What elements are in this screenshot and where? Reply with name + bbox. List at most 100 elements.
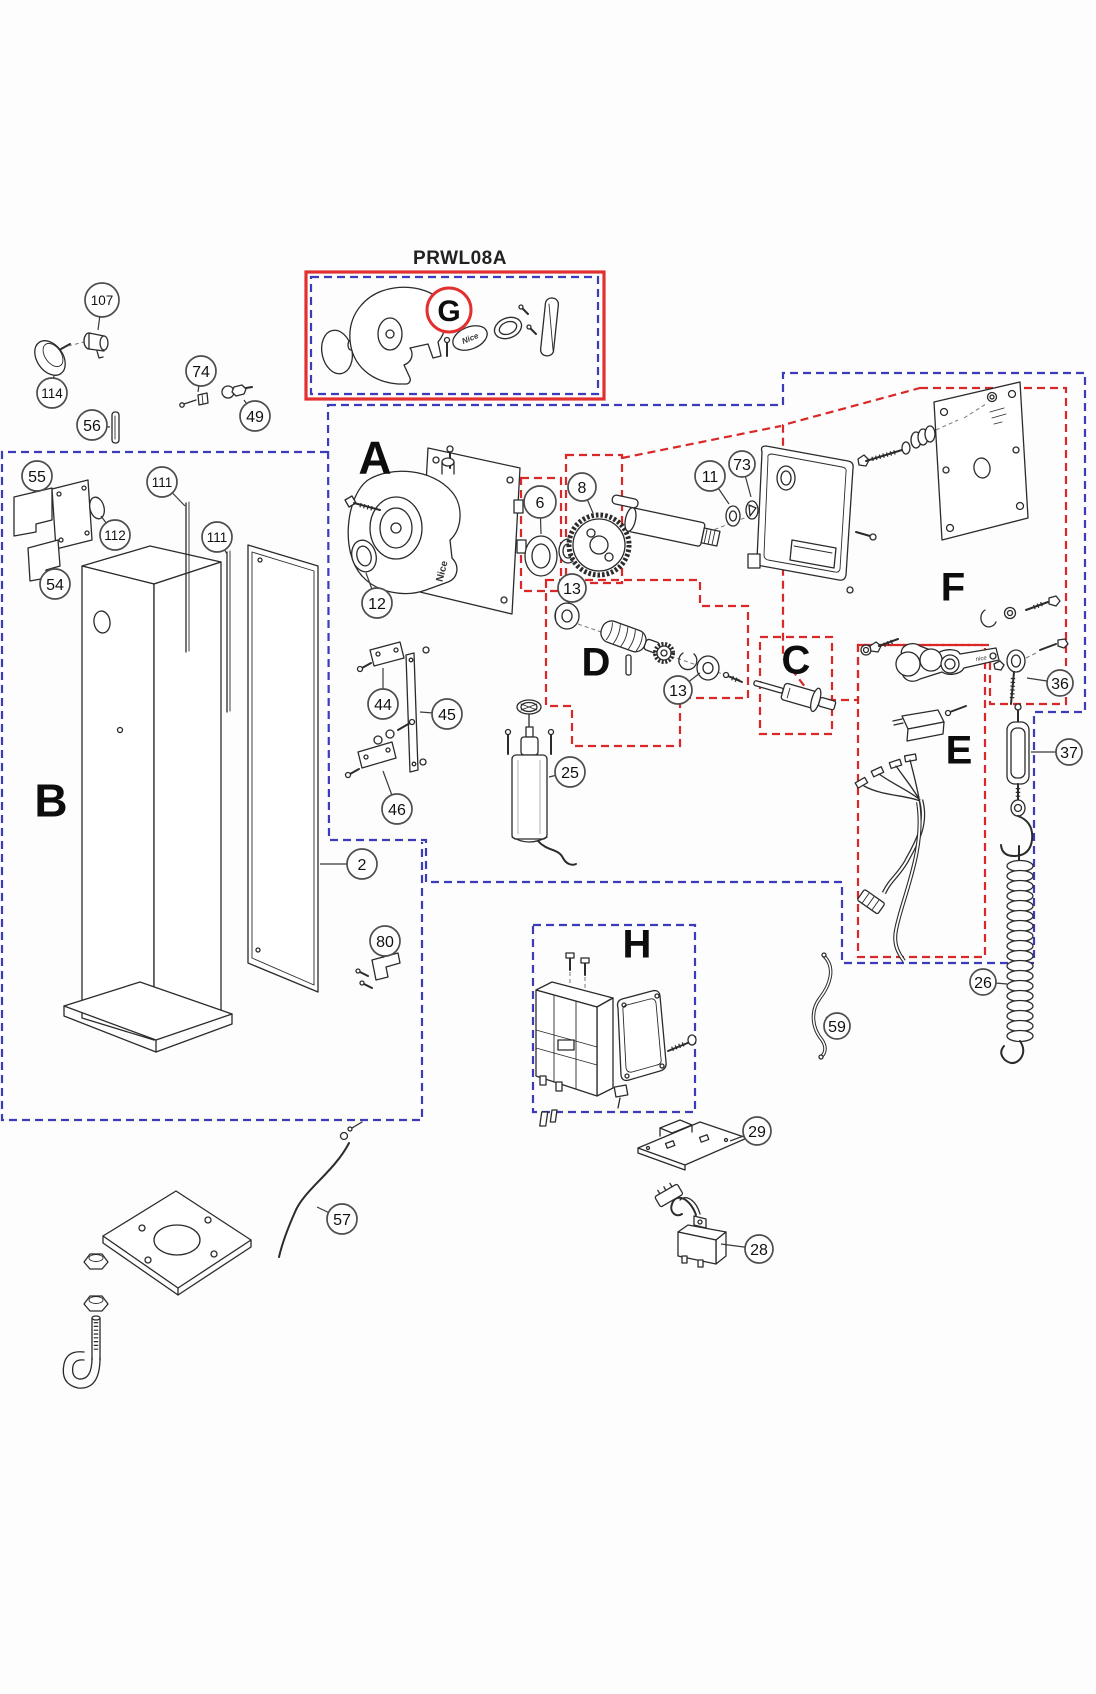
part-36-eyebolt: [1006, 638, 1069, 705]
section-label: H: [623, 922, 652, 966]
callout-number: 112: [104, 528, 126, 543]
artwork: Nice: [13, 286, 1069, 1389]
callout-number: 59: [828, 1019, 846, 1036]
callout-2: 2: [320, 848, 378, 880]
section-letter-A: A: [358, 432, 391, 484]
callout-number: 29: [748, 1124, 766, 1141]
part-57-earth-cable: [278, 1121, 363, 1258]
section-label: C: [782, 638, 811, 682]
kit-G-red-box: [304, 270, 606, 401]
part-29-board: [539, 1109, 748, 1171]
callout-number: 26: [974, 975, 992, 992]
part-73-clip: [745, 500, 759, 520]
kit-G-blue-box: [309, 275, 600, 396]
callout-55: 55: [21, 460, 53, 493]
callout-59: 59: [823, 1012, 851, 1040]
part-gearbox-cover: [747, 445, 877, 594]
callout-37: 37: [1031, 738, 1083, 766]
part-49-valve: [221, 384, 253, 399]
callout-number: 57: [333, 1212, 351, 1229]
section-letter-H: H: [623, 922, 652, 966]
part-44-bracket: [356, 641, 405, 673]
part-H-enclosure: [535, 952, 614, 1097]
callout-11: 11: [694, 460, 730, 505]
part-C-pin: [753, 680, 837, 713]
part-F-release-arm: nice: [860, 595, 1061, 682]
part-A-motor: Nice: [344, 445, 527, 615]
callout-49: 49: [239, 399, 271, 432]
section-letter-F: F: [941, 565, 965, 609]
part-13-bushing-b: [696, 655, 720, 681]
callout-number: 45: [438, 707, 456, 724]
part-F-bolt-spring: [857, 391, 998, 467]
callout-80: 80: [369, 925, 401, 959]
section-label: F: [941, 565, 965, 609]
section-label: D: [582, 640, 611, 684]
part-55-bracket: [13, 487, 53, 537]
group-H-blue-box: [531, 923, 697, 1114]
part-112-plate: [51, 479, 105, 550]
callout-number: 2: [358, 857, 367, 874]
callout-57: 57: [316, 1203, 358, 1235]
part8-red-box: [564, 453, 624, 585]
callout-number: 25: [561, 765, 579, 782]
part6-red-box: [519, 476, 563, 593]
part-12-seal: [351, 539, 377, 573]
section-letter-C: C: [782, 638, 811, 682]
callout-26: 26: [969, 968, 1008, 996]
part-28-transformer: [654, 1182, 727, 1268]
part-54-bracket: [27, 539, 61, 582]
callout-54: 54: [39, 568, 71, 600]
callout-number: 13: [563, 581, 581, 598]
part-111-profile-a: [185, 501, 190, 653]
callout-number: 13: [669, 683, 687, 700]
callout-number: 73: [733, 457, 751, 474]
callout-6: 6: [523, 485, 557, 535]
part-8-gear: [566, 512, 632, 578]
nice-badge: Nice: [452, 325, 488, 351]
callout-8: 8: [567, 472, 597, 514]
callout-111: 111: [146, 466, 186, 507]
callout-number: 11: [702, 469, 719, 486]
part-H-clip: [613, 1084, 629, 1109]
callout-layer: 107 114 74 49 56 55 111 112 111 54 12 6 8 11 73 13 13 44 4…: [21, 282, 1083, 1264]
callout-number: 111: [207, 530, 228, 545]
part-F-plate: [933, 381, 1029, 541]
callout-25: 25: [548, 756, 586, 788]
part-B-column: [63, 545, 233, 1053]
part-anchor-plate: [102, 1190, 252, 1296]
section-label: B: [34, 775, 67, 827]
group-A-blue-box: [326, 371, 1087, 965]
callout-29: 29: [729, 1116, 772, 1146]
callout-44: 44: [367, 668, 399, 720]
callout-74: 74: [185, 355, 217, 393]
callout-number: 56: [83, 418, 101, 435]
part-drive-shaft: [624, 507, 721, 547]
section-letter-B: B: [34, 775, 67, 827]
part-2-door-panel: [247, 544, 319, 993]
part-80-bracket: [355, 952, 401, 989]
part-13-bushing-a: [554, 602, 580, 630]
callout-number: 80: [376, 934, 394, 951]
motor-brand-label: Nice: [435, 559, 451, 583]
callout-114: 114: [36, 374, 68, 409]
diagram-title: PRWL08A: [413, 248, 507, 269]
callout-number: 12: [368, 596, 386, 613]
callout-number: 55: [28, 469, 46, 486]
part-45-bar: [405, 646, 430, 773]
group-B-blue-box: [0, 450, 424, 1122]
callout-number: 28: [750, 1242, 768, 1259]
part-56-pin: [111, 411, 120, 444]
callout-number: 54: [46, 577, 64, 594]
part-114-dome: [34, 340, 85, 376]
callout-number: 74: [192, 364, 210, 381]
callout-number: 8: [578, 480, 587, 497]
group-D-red-box: [544, 578, 750, 748]
callout-number: 107: [91, 293, 114, 308]
callout-46: 46: [381, 770, 413, 825]
part-J-anchor-bolt: [62, 1315, 101, 1389]
callout-73: 73: [728, 450, 756, 498]
section-label: A: [358, 432, 391, 484]
group-E-red-box: [856, 643, 987, 959]
callout-45: 45: [419, 698, 463, 730]
